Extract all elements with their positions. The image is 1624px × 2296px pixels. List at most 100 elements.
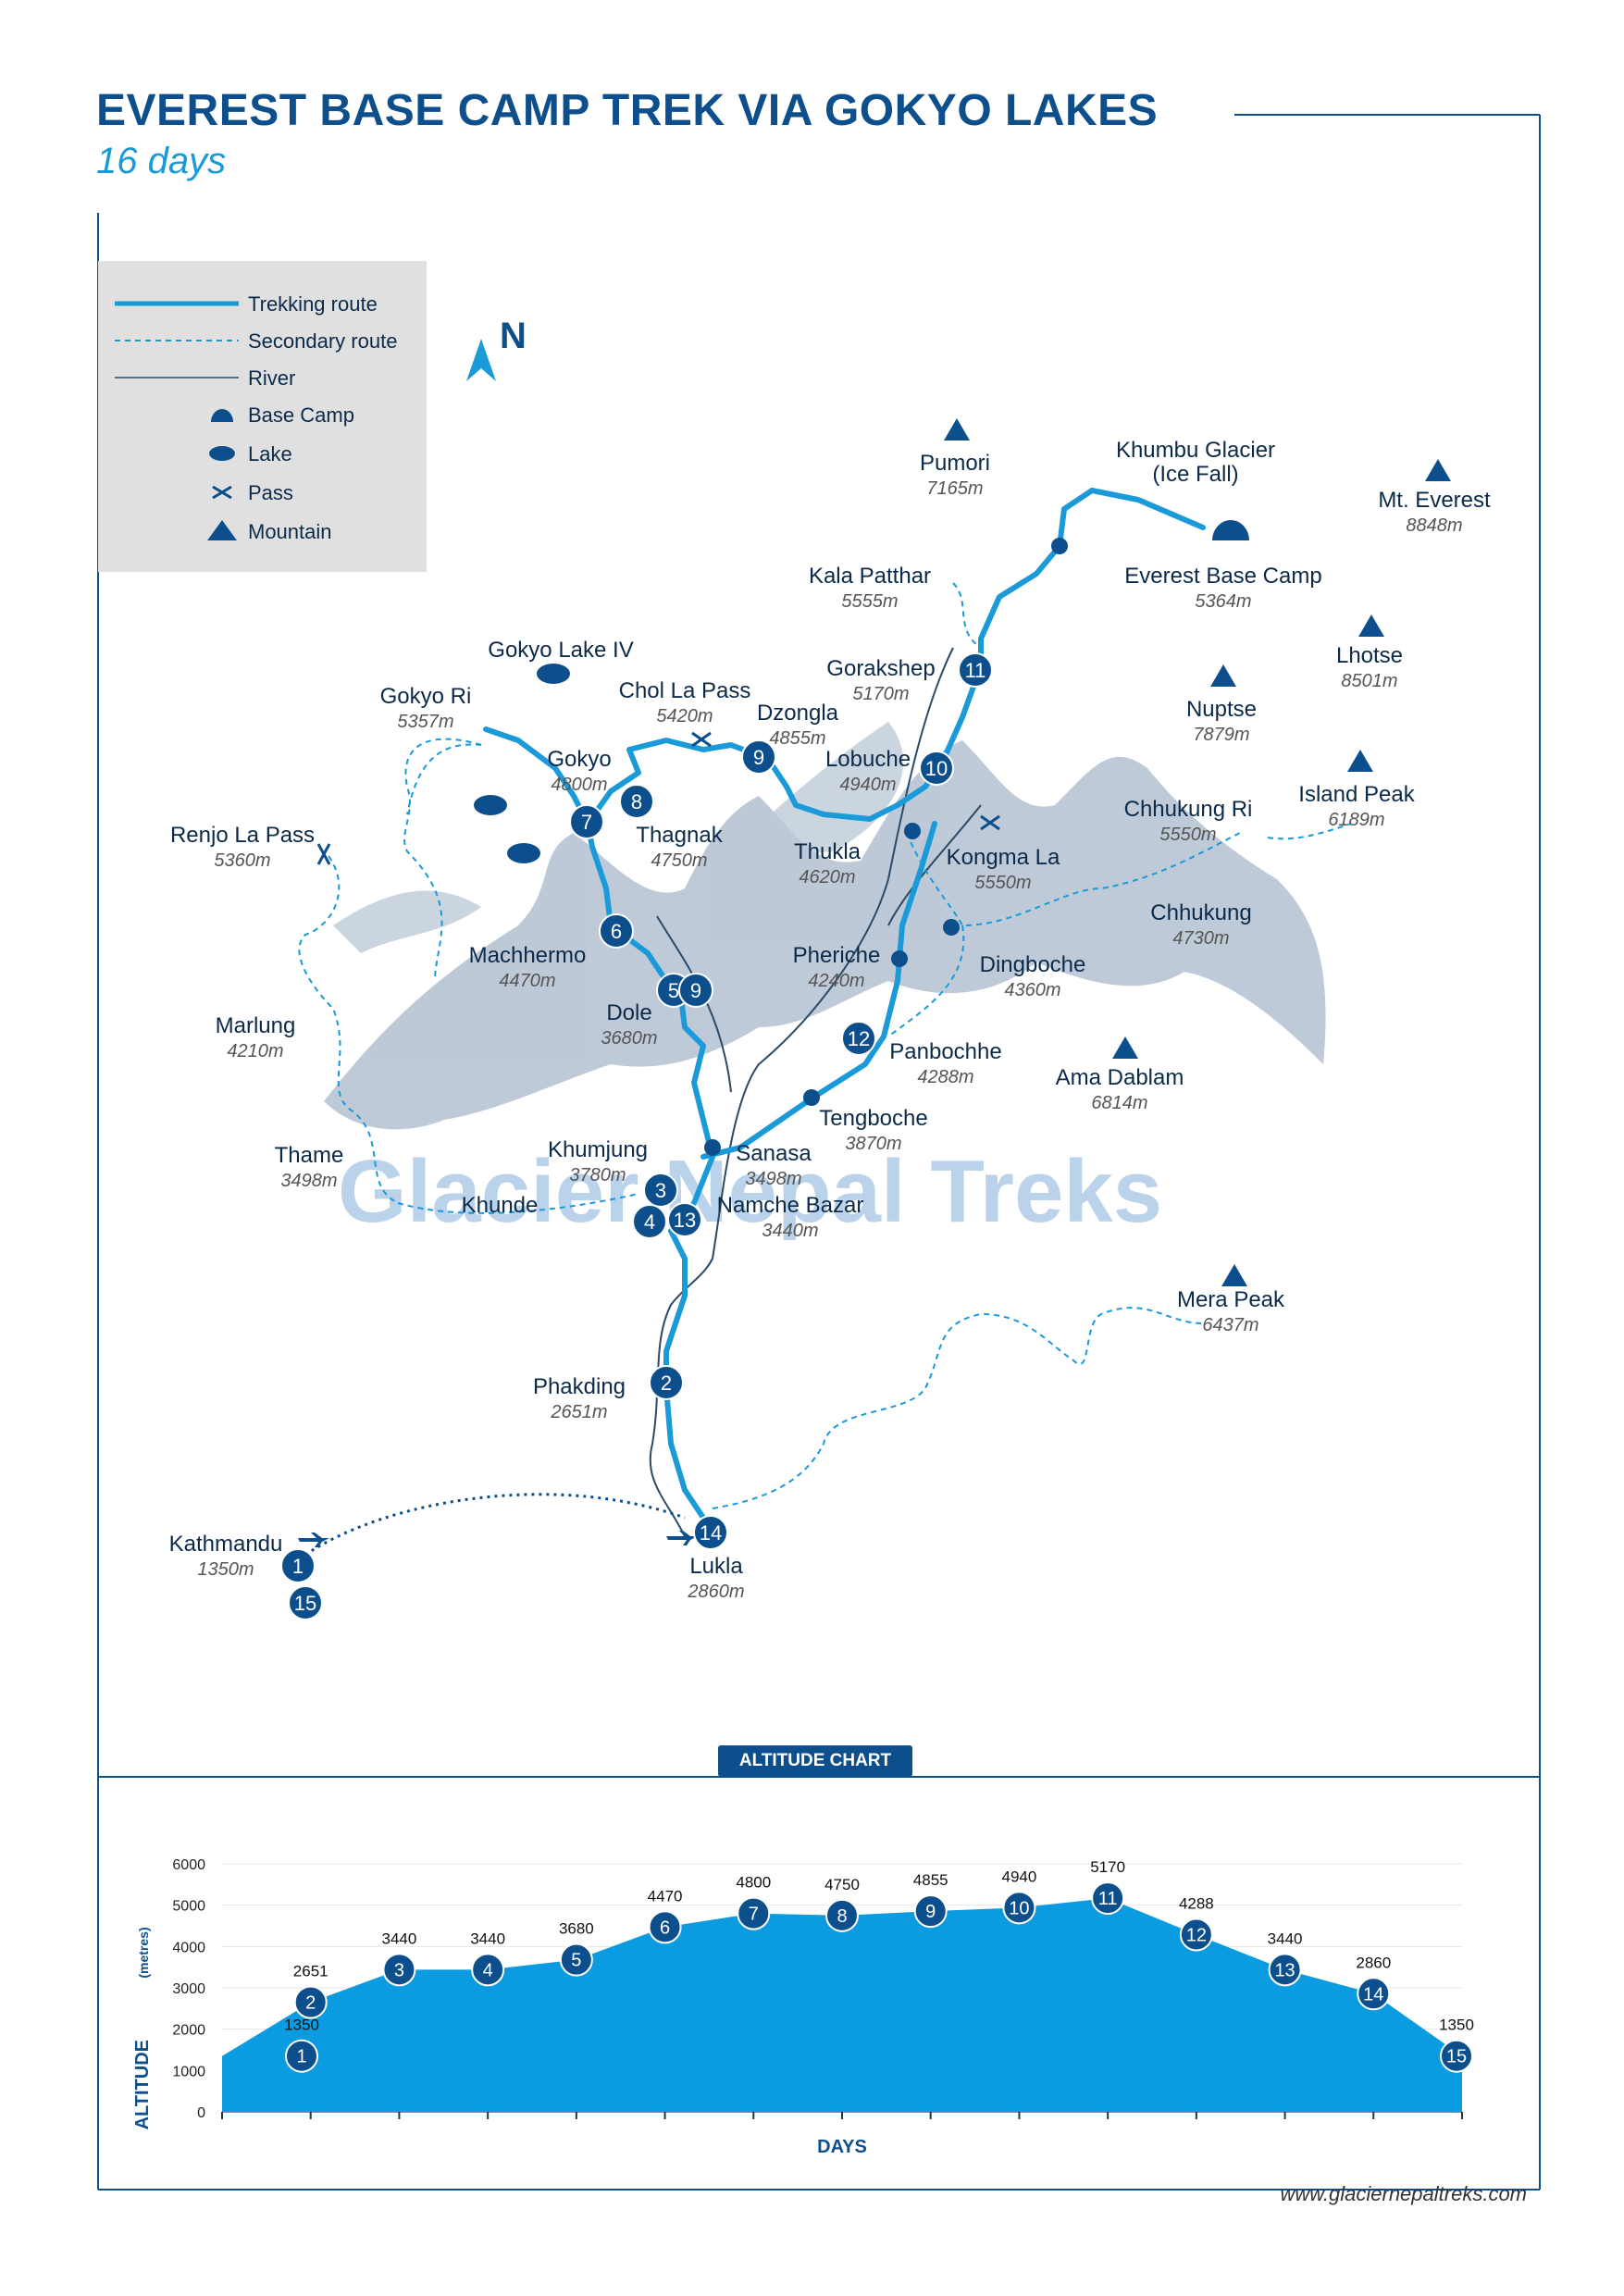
day-marker: 9: [678, 973, 713, 1008]
day-marker: 15: [288, 1585, 323, 1620]
data-point-day: 13: [1274, 1960, 1295, 1980]
place-altitude: 5364m: [1195, 591, 1251, 612]
data-point-day: 3: [394, 1960, 404, 1980]
place-name: Chol La Pass: [619, 678, 751, 703]
day-marker-number: 1: [292, 1555, 304, 1578]
place-name: Khunde: [462, 1193, 539, 1218]
data-point-day: 9: [925, 1902, 936, 1922]
altitude-area: [222, 1898, 1462, 2112]
day-marker: 7: [569, 804, 604, 839]
place-altitude: 5555m: [841, 591, 898, 612]
place-altitude: 4360m: [1004, 980, 1060, 1000]
place-name: Chhukung Ri: [1124, 797, 1253, 822]
place-label: Gokyo Ri 5357m: [380, 684, 472, 732]
place-altitude: 5420m: [656, 706, 713, 726]
place-name: Dzongla: [757, 701, 839, 726]
data-label: 3440: [382, 1930, 417, 1947]
y-tick-label: 4000: [172, 1940, 205, 1955]
place-altitude: 4800m: [551, 775, 607, 795]
base-camp-icon: [1212, 520, 1249, 540]
data-point: [382, 1953, 416, 1987]
data-label: 3680: [559, 1920, 594, 1938]
footer-url: www.glaciernepaltreks.com: [1280, 2182, 1527, 2205]
place-altitude: 5360m: [214, 850, 270, 871]
data-label: 1350: [284, 2017, 319, 2034]
place-name: Sanasa: [736, 1141, 812, 1166]
legend-trekking-route: Trekking route: [115, 292, 378, 316]
data-point-day: 1: [296, 2047, 306, 2067]
data-label: 1350: [1439, 2017, 1474, 2034]
data-point: [825, 1898, 859, 1932]
data-label: 2651: [293, 1963, 329, 1980]
place-altitude: 3440m: [762, 1221, 818, 1241]
place-altitude: 4855m: [769, 728, 825, 749]
secondary-route: [298, 582, 1352, 1509]
place-name: Lukla: [689, 1554, 743, 1579]
watermark: Glacier Nepal Treks: [338, 1142, 1162, 1241]
data-point-day: 6: [660, 1917, 670, 1938]
trek-map: Glacier Nepal Treks: [169, 418, 1491, 1620]
place-name: Kala Patthar: [809, 564, 931, 589]
place-altitude: 7165m: [926, 478, 983, 499]
legend-mountain: Mountain: [98, 516, 427, 546]
place-name: Renjo La Pass: [170, 823, 315, 848]
place-altitude: 2860m: [687, 1582, 744, 1602]
y-tick-label: 2000: [172, 2023, 205, 2039]
place-label: Khunde: [462, 1193, 539, 1218]
place-name: Lhotse: [1336, 643, 1403, 668]
place-name: Lobuche: [825, 747, 911, 772]
place-altitude: 4470m: [499, 971, 555, 991]
place-name: Dingboche: [980, 952, 1086, 977]
place-name: Khumjung: [548, 1137, 648, 1162]
place-altitude: 4288m: [917, 1067, 973, 1087]
day-marker: 14: [693, 1515, 728, 1550]
place-altitude: 6814m: [1091, 1093, 1147, 1113]
place-altitude: 8848m: [1406, 515, 1462, 536]
place-name: Gokyo Ri: [380, 684, 472, 709]
place-altitude: 8501m: [1341, 671, 1397, 691]
day-marker: 13: [667, 1202, 702, 1237]
day-marker: 10: [919, 751, 954, 786]
place-altitude: 5357m: [397, 712, 453, 732]
day-marker: 11: [958, 652, 993, 688]
day-marker-number: 5: [668, 979, 679, 1002]
place-name: Gorakshep: [826, 656, 935, 681]
place-altitude: 4940m: [839, 775, 896, 795]
place-name: Panbochhe: [889, 1039, 1001, 1064]
place-altitude: 6189m: [1328, 810, 1384, 830]
data-point-day: 7: [749, 1905, 759, 1925]
data-point: [471, 1953, 505, 1987]
day-marker-number: 13: [674, 1209, 696, 1232]
data-point-day: 12: [1186, 1925, 1207, 1945]
day-marker-number: 2: [661, 1371, 672, 1395]
page-title: EVEREST BASE CAMP TREK VIA GOKYO LAKES: [96, 86, 1159, 135]
place-altitude: 2651m: [550, 1402, 607, 1422]
map-legend: Trekking route Secondary route River Bas…: [98, 261, 427, 572]
place-name: Everest Base Camp: [1124, 564, 1321, 589]
day-marker: 2: [649, 1365, 684, 1400]
place-name: Thagnak: [636, 823, 723, 848]
place-name: Nuptse: [1186, 697, 1257, 722]
y-axis-unit: (metres): [136, 1927, 151, 1978]
place-label: Panbochhe 4288m: [889, 1039, 1001, 1087]
data-point-day: 5: [571, 1951, 581, 1971]
pass-icon: [212, 485, 232, 500]
data-label: 4855: [913, 1871, 948, 1889]
day-marker: 4: [632, 1204, 667, 1239]
place-name: Dole: [606, 1000, 651, 1025]
